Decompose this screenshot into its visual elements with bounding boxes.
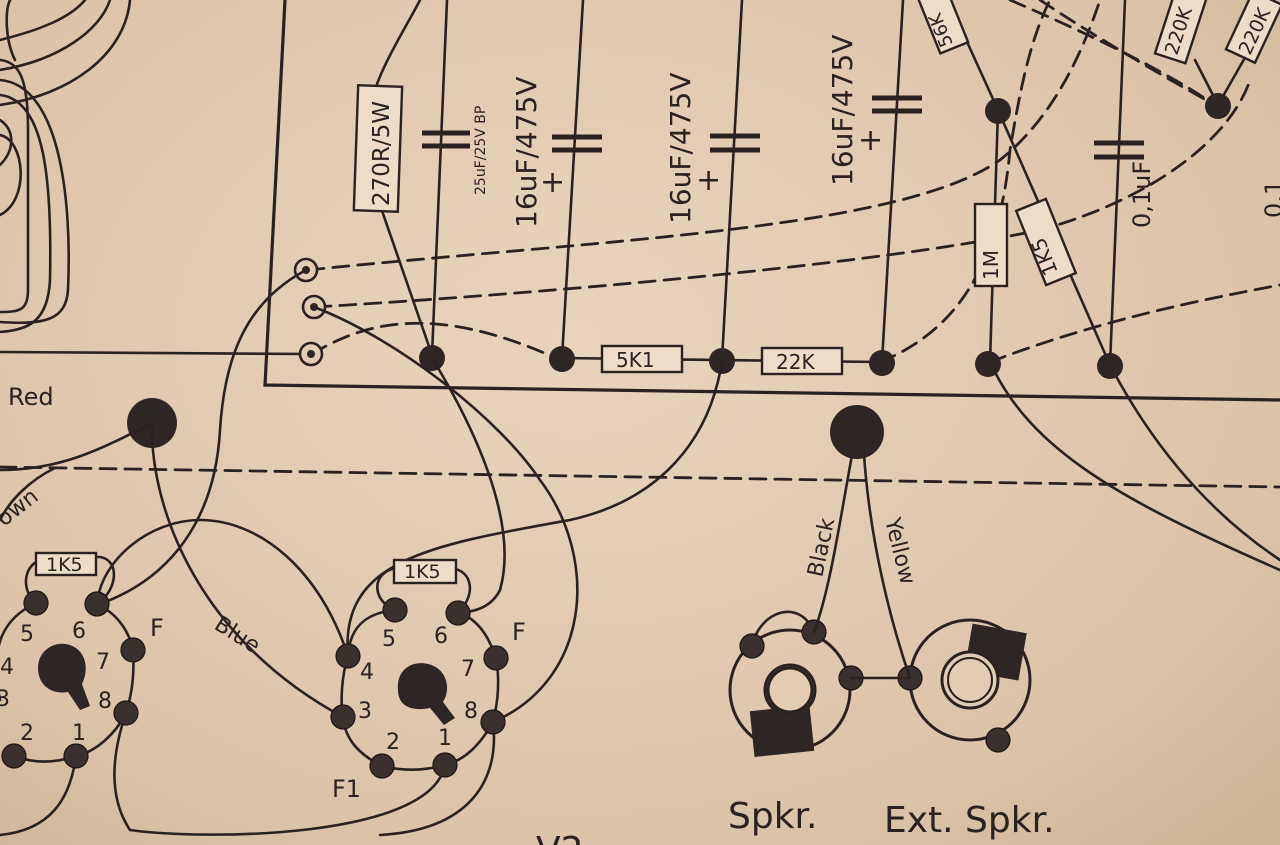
label-16uf-c: 16uF/475V [826,34,859,186]
tube-socket-v2 [330,558,509,779]
v1-filament-label: F [150,614,164,642]
v1-pin-5: 5 [20,622,34,647]
ext-speaker-jack [897,618,1032,753]
label-25uf: 25uF/25V BP [473,106,489,195]
v2-pin-1: 1 [438,726,452,751]
capacitor-16uf-b [710,133,760,153]
resistor-1m [973,202,1009,288]
ext-speaker-label: Ext. Spkr. [884,800,1055,841]
v2-pin-2: 2 [386,730,400,755]
resistor-22k [760,346,844,376]
plus-c: + [858,123,883,158]
v1-pin-3: 3 [0,687,10,712]
plus-b: + [696,163,721,198]
speaker-label: Spkr. [728,796,818,837]
transformer-windings [0,0,132,334]
v1-pin-1: 1 [72,721,86,746]
v2-pin-3: 3 [358,699,372,724]
label-22k: 22K [776,350,815,374]
resistor-56k [916,0,970,55]
v2-pin-6: 6 [434,624,448,649]
v1-pin-2: 2 [20,721,34,746]
label-16uf-b: 16uF/475V [664,72,697,224]
resistor-1k5-diag [1014,197,1078,287]
resistor-220k-b [1224,0,1280,65]
capacitor-01uf [1094,140,1144,160]
v1-pin-6: 6 [72,619,86,644]
label-1m: 1M [979,250,1003,280]
v1-pin-4: 4 [0,655,14,680]
label-1k5-v2: 1K5 [404,561,441,583]
capacitor-16uf-a [552,134,602,153]
resistor-220k-a [1153,0,1209,65]
label-1k5-v1: 1K5 [46,554,83,576]
speaker-wires [812,453,912,680]
wire-label-yellow: Yellow [879,514,920,587]
capacitor-16uf-c [872,95,922,114]
label-270r: 270R/5W [369,101,395,206]
v2-filament1-label: F1 [332,775,361,803]
component-leads [374,0,1280,572]
label-01uf: 0,1uF [1128,161,1156,228]
v2-tube-label: V2 [536,830,584,845]
label-16uf-a: 16uF/475V [510,76,543,228]
v2-pin-4: 4 [360,660,374,685]
labels: 270R/5W 25uF/25V BP 16uF/475V + 16uF/475… [0,4,1280,845]
plus-a: + [540,165,565,200]
wire-label-brown: own [0,484,43,532]
v2-pin-8: 8 [464,699,478,724]
resistor-1k5-v2 [392,558,458,585]
label-5k1: 5K1 [616,348,655,372]
board-edge-dashed [0,465,1280,489]
capacitor-25uf [422,130,470,149]
resistor-1k5-v1 [34,551,98,577]
ground-wire [0,350,312,356]
v1-pin-8: 8 [98,689,112,714]
dashed-wires [306,0,1280,364]
label-01uf-partial: 0,1 [1260,180,1280,218]
v1-pin-7: 7 [96,650,110,675]
tube-wires [0,268,724,837]
v2-pin-7: 7 [461,657,475,682]
v2-filament-label: F [512,618,526,646]
speaker-jack [728,610,864,758]
tube-socket-v1 [0,551,146,769]
chassis-outline [263,0,1280,402]
v2-pin-5: 5 [382,627,396,652]
resistor-270r [352,84,404,213]
resistor-5k1 [600,344,684,374]
wire-label-red: Red [8,383,54,411]
wire-label-blue: Blue [210,612,265,659]
